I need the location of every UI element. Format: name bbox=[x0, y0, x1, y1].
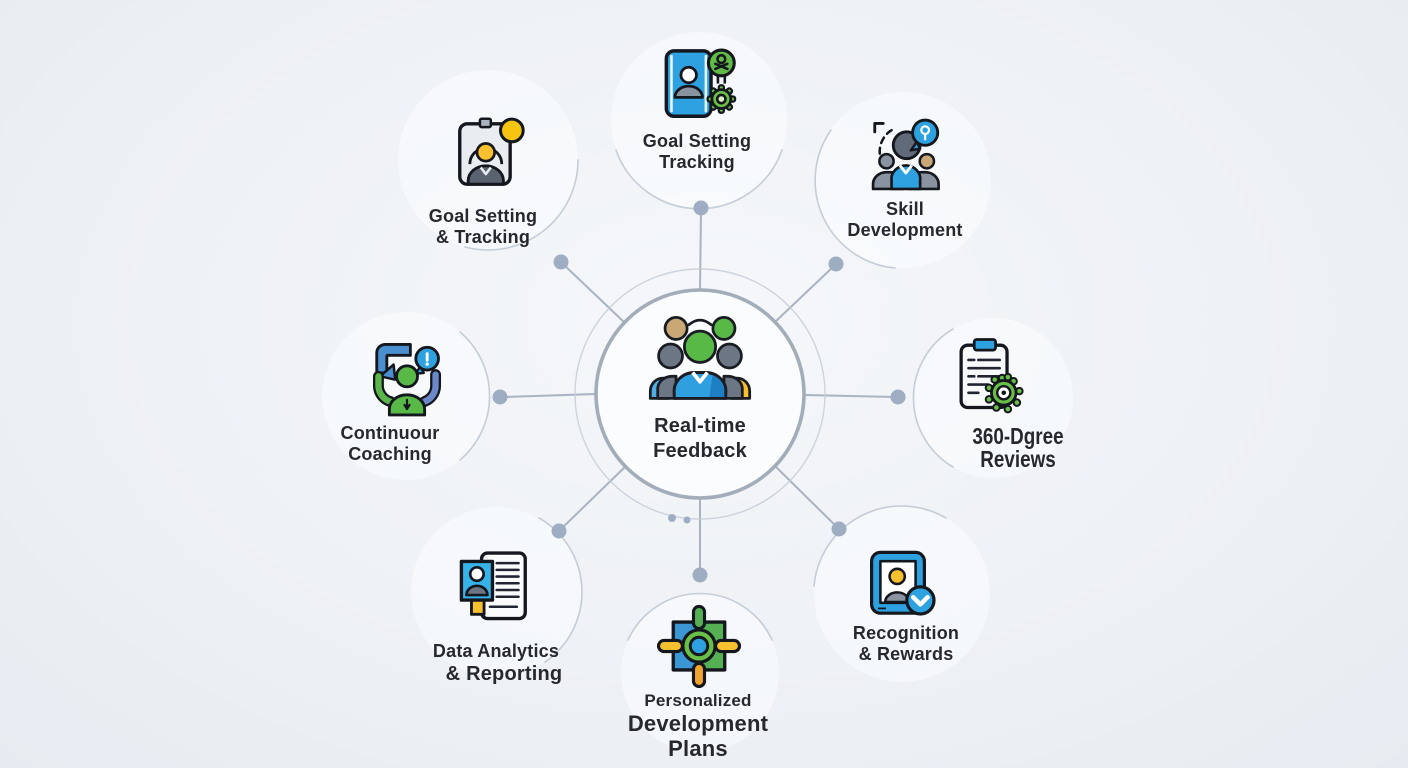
label-goal-setting-tracking-left: Goal Setting & Tracking bbox=[383, 206, 583, 248]
hub-label-line2: Feedback bbox=[653, 440, 747, 462]
node-label-line: & Tracking bbox=[435, 227, 531, 247]
node-label-line: 360-Dgree bbox=[972, 423, 1064, 449]
connector-dots bbox=[492, 200, 906, 583]
coaching-cycle-icon bbox=[372, 342, 442, 417]
node-label-line: Continuour bbox=[340, 423, 440, 443]
node-label-line: Reviews bbox=[980, 446, 1056, 472]
mentor-idea-bubble-icon bbox=[871, 118, 940, 191]
node-label-line: Recognition bbox=[852, 623, 960, 643]
node-label-line: Development Plans bbox=[627, 711, 769, 761]
node-360-degree-reviews bbox=[948, 336, 1030, 420]
team-people-icon bbox=[648, 315, 752, 400]
label-recognition-rewards: Recognition & Rewards bbox=[806, 623, 1006, 665]
label-data-analytics-reporting: Data Analytics & Reporting bbox=[396, 641, 596, 686]
target-profile-card-icon bbox=[458, 117, 525, 186]
node-continuous-coaching bbox=[365, 336, 449, 420]
node-goal-setting-tracking-top bbox=[656, 44, 742, 130]
node-personalized-development-plans bbox=[653, 600, 745, 692]
connector-lines bbox=[503, 211, 895, 572]
portrait-badge-check-icon bbox=[870, 550, 936, 616]
hub-label-line1: Real-time bbox=[654, 415, 746, 437]
hub-node bbox=[644, 310, 756, 402]
node-label-line: Personalized bbox=[644, 691, 752, 710]
report-id-card-icon bbox=[459, 551, 527, 621]
hub-label: Real-time Feedback bbox=[597, 414, 803, 464]
clipboard-gear-icon bbox=[959, 338, 1024, 414]
label-skill-development: Skill Development bbox=[805, 199, 1005, 241]
label-continuous-coaching: Continuour Coaching bbox=[290, 423, 490, 465]
node-label-line: & Rewards bbox=[858, 644, 954, 664]
node-label-line: Coaching bbox=[348, 444, 432, 464]
node-label-line: Skill bbox=[885, 199, 925, 219]
plan-module-icon bbox=[656, 604, 742, 689]
label-personalized-development-plans: Personalized Development Plans bbox=[598, 690, 798, 761]
node-goal-setting-tracking-left bbox=[448, 112, 532, 196]
node-skill-development bbox=[863, 110, 947, 194]
profile-tablet-gear-icon bbox=[664, 48, 737, 118]
node-label-line: Data Analytics bbox=[432, 641, 560, 661]
label-goal-setting-tracking-top: Goal Setting Tracking bbox=[597, 131, 797, 173]
label-360-degree-reviews: 360-Dgree Reviews bbox=[918, 425, 1118, 471]
node-label-line: Goal Setting bbox=[428, 206, 538, 226]
hub-outer-ring bbox=[574, 268, 826, 520]
node-recognition-rewards bbox=[862, 546, 942, 626]
node-label-line: Development bbox=[847, 220, 963, 240]
node-label-line: Tracking bbox=[659, 152, 735, 172]
node-label-line: & Reporting bbox=[445, 663, 563, 685]
node-data-analytics-reporting bbox=[453, 548, 537, 632]
node-label-line: Goal Setting bbox=[642, 131, 752, 151]
